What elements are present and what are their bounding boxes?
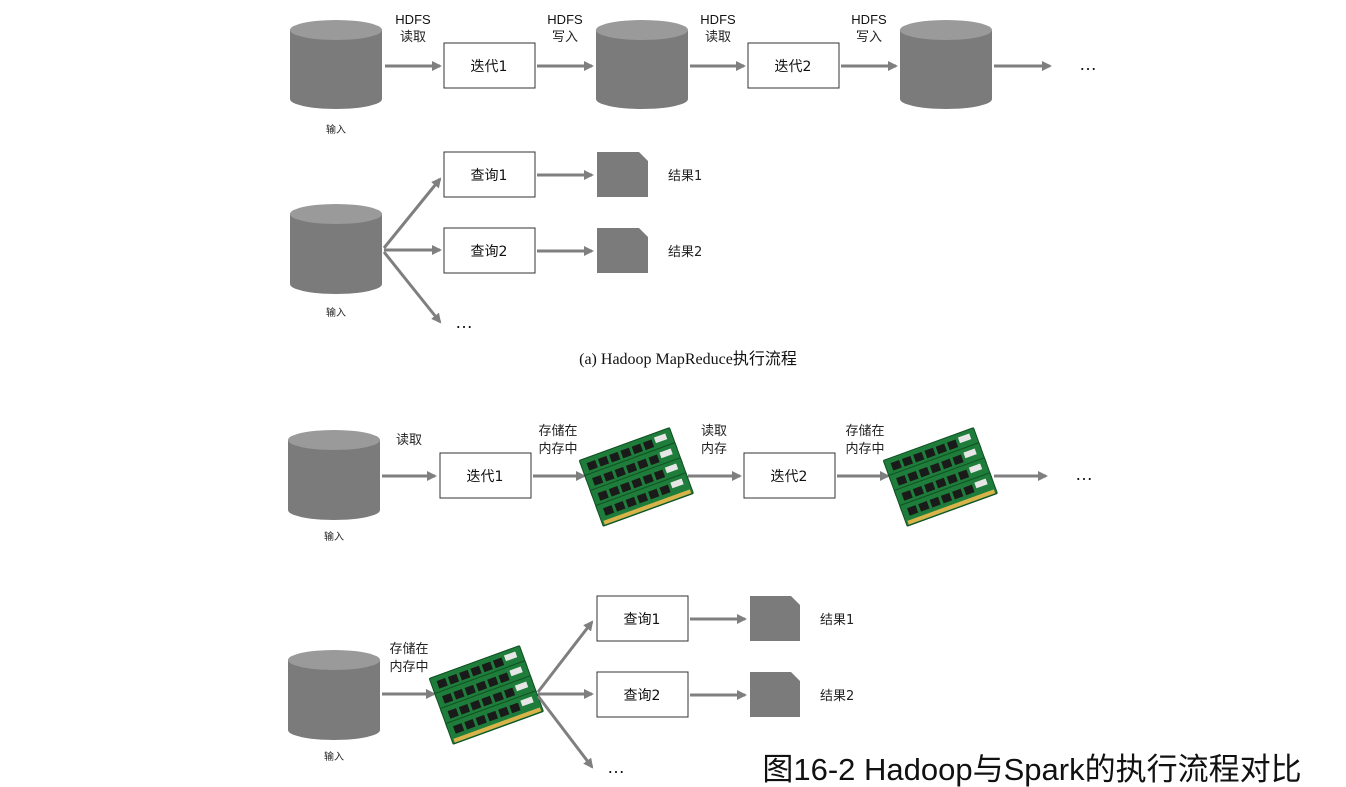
iteration-box bbox=[443, 42, 536, 89]
iteration-box bbox=[743, 452, 836, 499]
edge-label-store-sub: 内存中 bbox=[389, 659, 428, 675]
edge-label-read: 读取 bbox=[701, 424, 727, 439]
query-box bbox=[596, 671, 689, 718]
edge-label-store-sub: 内存中 bbox=[845, 441, 884, 457]
memory-module-icon bbox=[882, 427, 998, 527]
edge-label-read-sub: 读取 bbox=[400, 30, 426, 45]
query-box bbox=[596, 595, 689, 642]
database-icon bbox=[900, 20, 992, 109]
ellipsis: … bbox=[1075, 464, 1093, 484]
result-label: 结果2 bbox=[668, 245, 702, 260]
query-label: 查询1 bbox=[624, 612, 661, 628]
iteration-label: 迭代1 bbox=[471, 59, 508, 75]
edge-label-store-sub: 内存中 bbox=[538, 441, 577, 457]
hadoop-caption: (a) Hadoop MapReduce执行流程 bbox=[579, 350, 797, 368]
hadoop-iteration-flow: 输入 HDFS 读取 迭代1 HDFS 写入 HDFS 读取 迭代2 HDFS … bbox=[290, 12, 1097, 136]
figure-title: 图16-2 Hadoop与Spark的执行流程对比 bbox=[762, 752, 1301, 787]
result-label: 结果1 bbox=[820, 613, 854, 628]
database-icon bbox=[288, 430, 380, 520]
edge-label-store: 存储在 bbox=[389, 642, 428, 657]
edge-label-read-sub: 读取 bbox=[705, 30, 731, 45]
hadoop-query-flow: 输入 查询1 查询2 结果1 结果2 … bbox=[290, 151, 702, 332]
result-label: 结果1 bbox=[668, 169, 702, 184]
database-icon bbox=[596, 20, 688, 109]
iteration-label: 迭代1 bbox=[467, 469, 504, 485]
ellipsis: … bbox=[1079, 54, 1097, 74]
edge-label-read: HDFS bbox=[395, 12, 431, 27]
input-label: 输入 bbox=[326, 123, 346, 136]
input-label: 输入 bbox=[324, 530, 344, 543]
result-file-icon bbox=[750, 596, 800, 641]
edge-label-write-sub: 写入 bbox=[552, 30, 578, 45]
edge-label-write-sub: 写入 bbox=[856, 30, 882, 45]
memory-module-icon bbox=[578, 427, 694, 527]
spark-query-flow: 输入 存储在 内存中 查询1 查询2 结果1 结果2 … bbox=[288, 595, 854, 777]
flow-arrow bbox=[536, 620, 594, 693]
query-box bbox=[443, 151, 536, 198]
result-file-icon bbox=[597, 152, 648, 197]
edge-label-write: HDFS bbox=[547, 12, 583, 27]
flow-arrow bbox=[382, 251, 442, 324]
query-label: 查询2 bbox=[624, 688, 661, 704]
query-label: 查询2 bbox=[471, 244, 508, 260]
edge-label-read-sub: 内存 bbox=[701, 441, 727, 457]
iteration-box bbox=[747, 42, 840, 89]
ellipsis: … bbox=[455, 312, 473, 332]
input-label: 输入 bbox=[326, 306, 346, 319]
database-icon bbox=[290, 20, 382, 109]
result-file-icon bbox=[750, 672, 800, 717]
edge-label-store: 存储在 bbox=[845, 424, 884, 439]
spark-iteration-flow: 输入 读取 迭代1 存储在 内存中 读取 内存 迭代2 存储在 内存中 … bbox=[288, 424, 1093, 543]
edge-label-write: HDFS bbox=[851, 12, 887, 27]
iteration-label: 迭代2 bbox=[775, 59, 812, 75]
flow-arrow bbox=[536, 695, 594, 769]
edge-label-read: HDFS bbox=[700, 12, 736, 27]
result-file-icon bbox=[597, 228, 648, 273]
edge-label-store: 存储在 bbox=[538, 424, 577, 439]
database-icon bbox=[288, 650, 380, 740]
flow-arrow bbox=[382, 177, 442, 249]
query-label: 查询1 bbox=[471, 168, 508, 184]
ellipsis: … bbox=[607, 757, 625, 777]
query-box bbox=[443, 227, 536, 274]
iteration-label: 迭代2 bbox=[771, 469, 808, 485]
result-label: 结果2 bbox=[820, 689, 854, 704]
memory-module-icon bbox=[428, 645, 544, 745]
input-label: 输入 bbox=[324, 750, 344, 763]
iteration-box bbox=[439, 452, 532, 499]
edge-label-read: 读取 bbox=[396, 433, 422, 448]
database-icon bbox=[290, 204, 382, 294]
